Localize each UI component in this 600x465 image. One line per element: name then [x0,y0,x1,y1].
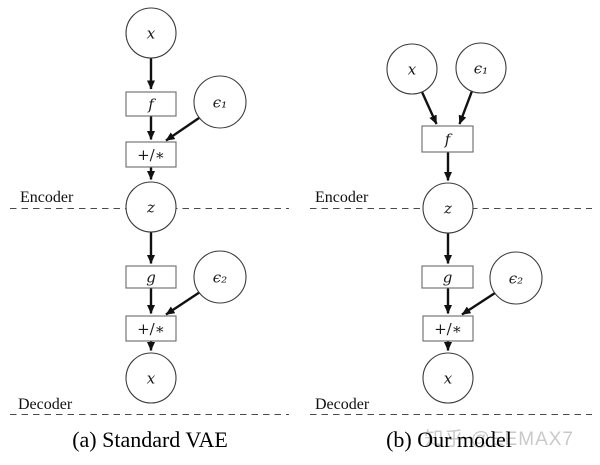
node-eps1-label: ϵ₁ [213,94,227,112]
panel-our-model: x ϵ₁ f z g ϵ₂ +/∗ x Encoder Decoder 知乎 @… [310,42,592,452]
node-op1-box [125,141,177,168]
panel-standard-vae: x f ϵ₁ +/∗ z g ϵ₂ +/∗ x Encoder Decoder … [10,7,289,452]
node-x-input-circle [125,7,177,59]
node-f-label: f [147,96,156,114]
node-g-label: g [146,269,156,287]
node-op2-label: +/∗ [434,320,462,338]
node-op2-box [422,315,474,342]
node-x-output-circle [125,352,177,404]
node-z-label: z [443,200,452,218]
node-x-input-circle [386,43,438,95]
node-eps1-label: ϵ₁ [474,60,488,78]
node-f-box [421,125,474,153]
node-z-label: z [146,199,155,217]
decoder-label: Decoder [315,396,370,413]
arrow-eps2-to-op2 [461,291,496,316]
node-f-label: f [444,131,453,149]
node-x-input-label: x [147,25,156,43]
arrow-eps1-to-op1 [165,117,200,142]
node-x-output-circle [422,352,474,404]
node-eps2-circle [193,250,247,304]
node-x-output-label: x [147,370,156,388]
node-z-circle [422,182,474,234]
node-x-output-label: x [444,370,453,388]
node-op2-box [125,315,177,342]
encoder-label: Encoder [20,189,74,206]
node-eps2-label: ϵ₂ [509,270,523,288]
node-eps2-circle [489,251,543,305]
node-eps2-label: ϵ₂ [213,269,227,287]
node-g-box [421,265,474,289]
node-eps1-circle [193,75,247,129]
node-g-label: g [443,269,453,287]
arrow-eps1-to-f [458,90,474,125]
decoder-label: Decoder [18,396,73,413]
node-f-box [125,91,177,117]
node-eps1-circle [455,42,507,94]
node-z-circle [125,181,177,233]
node-g-box [125,265,177,289]
panel-a-caption: (a) Standard VAE [72,427,228,452]
arrow-x-to-f [420,91,438,125]
encoder-label: Encoder [315,189,369,206]
node-op1-label: +/∗ [137,146,165,164]
panel-b-caption: (b) Our model [386,427,512,452]
arrow-eps2-to-op2 [165,290,201,316]
node-x-input-label: x [408,61,417,79]
zhihu-watermark: 知乎 @EEMAX7 [424,428,574,450]
node-op2-label: +/∗ [137,320,165,338]
